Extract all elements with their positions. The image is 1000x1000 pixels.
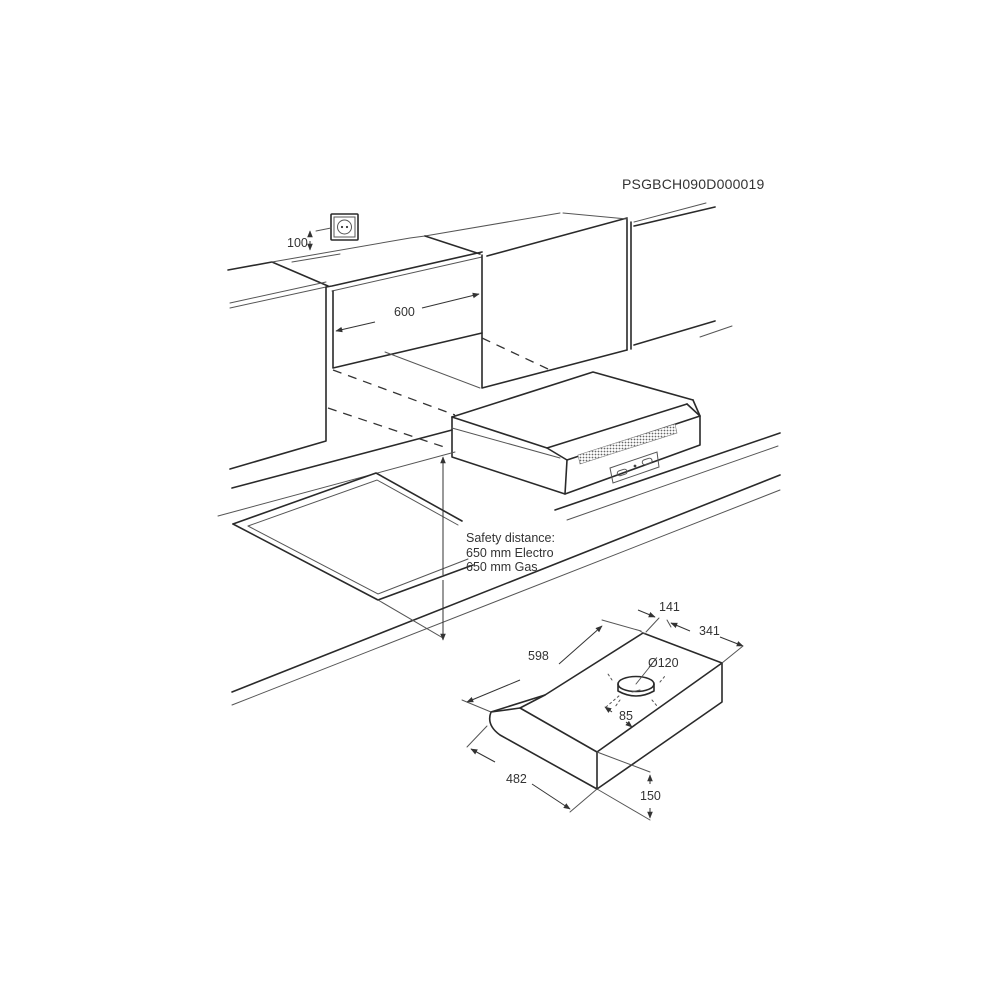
safety-gas: 650 mm Gas xyxy=(466,560,538,574)
hood-height-label: 150 xyxy=(640,789,661,803)
power-socket-icon xyxy=(330,213,359,241)
hood-width-label: 598 xyxy=(528,649,549,663)
projection-lines xyxy=(327,337,549,449)
cabinet-width-label: 600 xyxy=(394,305,415,319)
installed-cooker-hood xyxy=(451,371,701,495)
safety-electro: 650 mm Electro xyxy=(466,545,554,560)
worktop-and-hob xyxy=(217,429,781,706)
drawing-code: PSGBCH090D000019 xyxy=(622,176,765,192)
wall-cabinets xyxy=(227,202,733,470)
safety-distance-note: Safety distance: 650 mm Electro 650 mm G… xyxy=(466,531,555,575)
safety-title: Safety distance: xyxy=(466,531,555,545)
hood-dimension-view xyxy=(488,630,723,790)
duct-offset-label: 85 xyxy=(619,709,633,723)
socket-height-label: 100 xyxy=(287,236,308,250)
duct-diameter-label: Ø120 xyxy=(648,656,679,670)
hood-depth-total-label: 341 xyxy=(699,624,720,638)
hood-dimension-lines xyxy=(461,609,744,821)
hood-depth-bottom-label: 482 xyxy=(506,772,527,786)
hood-depth-top-label: 141 xyxy=(659,600,680,614)
